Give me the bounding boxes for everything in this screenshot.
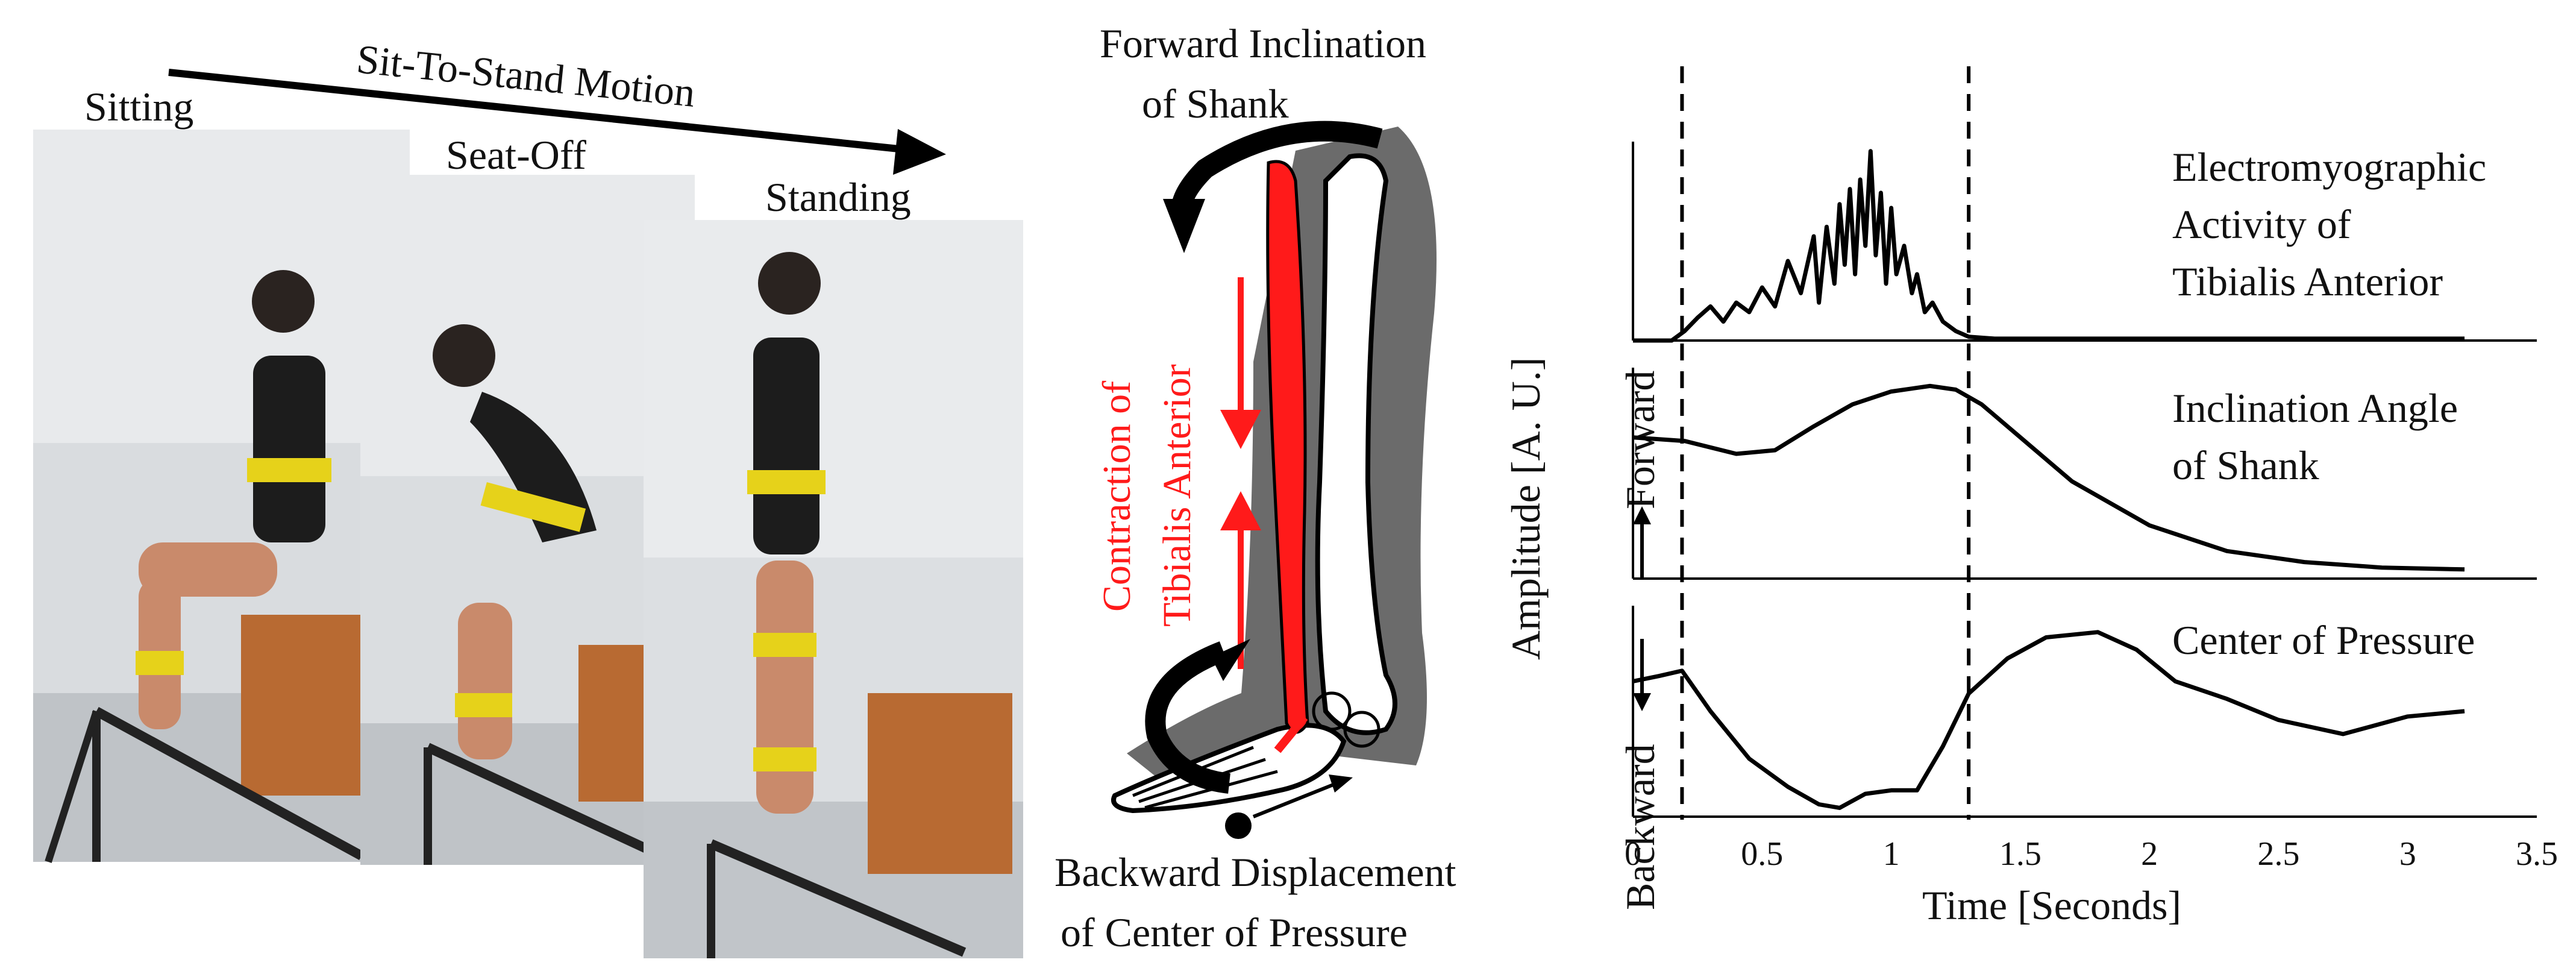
series-label-1-line-2: Activity of bbox=[2172, 201, 2351, 247]
series-label-3-line-1: Center of Pressure bbox=[2172, 617, 2475, 663]
motion-title: Sit-To-Stand Motion bbox=[354, 36, 697, 116]
forward-inclination-label-2: of Shank bbox=[1142, 81, 1289, 127]
x-tick-label: 1 bbox=[1883, 835, 1900, 873]
phase-dashed-lines bbox=[1680, 66, 1971, 820]
series-label-2-line-2: of Shank bbox=[2172, 442, 2319, 488]
motion-arrow-head bbox=[893, 129, 946, 175]
motion-arrow-line bbox=[168, 69, 917, 154]
y-axis-backward-label: Backward bbox=[1617, 744, 1663, 910]
y-axis-label: Amplitude [A. U.] bbox=[1503, 357, 1549, 660]
leg-diagram: Forward Inclination of Shank Contraction… bbox=[1055, 20, 1456, 955]
x-tick-label: 3 bbox=[2399, 835, 2416, 873]
x-tick-label: 0.5 bbox=[1741, 835, 1783, 873]
backward-displacement-label: Backward Displacement bbox=[1055, 849, 1456, 895]
x-tick-label: 1.5 bbox=[1999, 835, 2042, 873]
contraction-arrows bbox=[1220, 277, 1261, 669]
x-tick-label: 0 bbox=[1625, 835, 1641, 873]
series-label-1-line-1: Electromyographic bbox=[2172, 144, 2486, 190]
phase-label-seat-off: Seat-Off bbox=[446, 132, 586, 178]
x-tick-labels: 0 0.5 1 1.5 2 2.5 3 3.5 bbox=[1625, 835, 2558, 873]
series-line-2 bbox=[1632, 383, 2465, 572]
series-line-1 bbox=[1633, 149, 2465, 343]
muscle-label-2: Tibialis Anterior bbox=[1155, 364, 1199, 627]
bottom-rotation-arrow bbox=[1145, 641, 1231, 794]
muscle-label: Contraction of bbox=[1095, 381, 1139, 612]
phase-label-sitting: Sitting bbox=[84, 84, 193, 130]
motion-panel: Sit-To-Stand Motion Sitting Seat-Off Sta… bbox=[33, 36, 1023, 958]
photo-sitting bbox=[33, 130, 410, 863]
x-tick-label: 3.5 bbox=[2516, 835, 2558, 873]
y-axis-direction-arrows bbox=[1633, 506, 1651, 711]
series-label-2-line-1: Inclination Angle bbox=[2172, 385, 2458, 431]
center-of-pressure-dot bbox=[1225, 812, 1252, 839]
x-tick-label: 2.5 bbox=[2257, 835, 2299, 873]
x-tick-label: 2 bbox=[2141, 835, 2158, 873]
x-axis-label: Time [Seconds] bbox=[1922, 882, 2181, 928]
series-line-3 bbox=[1632, 630, 2465, 810]
top-rotation-arrow bbox=[1171, 121, 1383, 212]
phase-label-standing: Standing bbox=[765, 174, 911, 220]
series-label-1-line-3: Tibialis Anterior bbox=[2172, 259, 2443, 304]
backward-displacement-label-2: of Center of Pressure bbox=[1061, 909, 1408, 955]
photo-standing bbox=[644, 220, 1023, 958]
signal-chart: Amplitude [A. U.] Forward Backward Time … bbox=[1503, 66, 2558, 928]
tibialis-anterior-muscle bbox=[1266, 160, 1309, 734]
tibia-bone bbox=[1315, 153, 1397, 735]
forward-inclination-label: Forward Inclination bbox=[1100, 20, 1426, 66]
